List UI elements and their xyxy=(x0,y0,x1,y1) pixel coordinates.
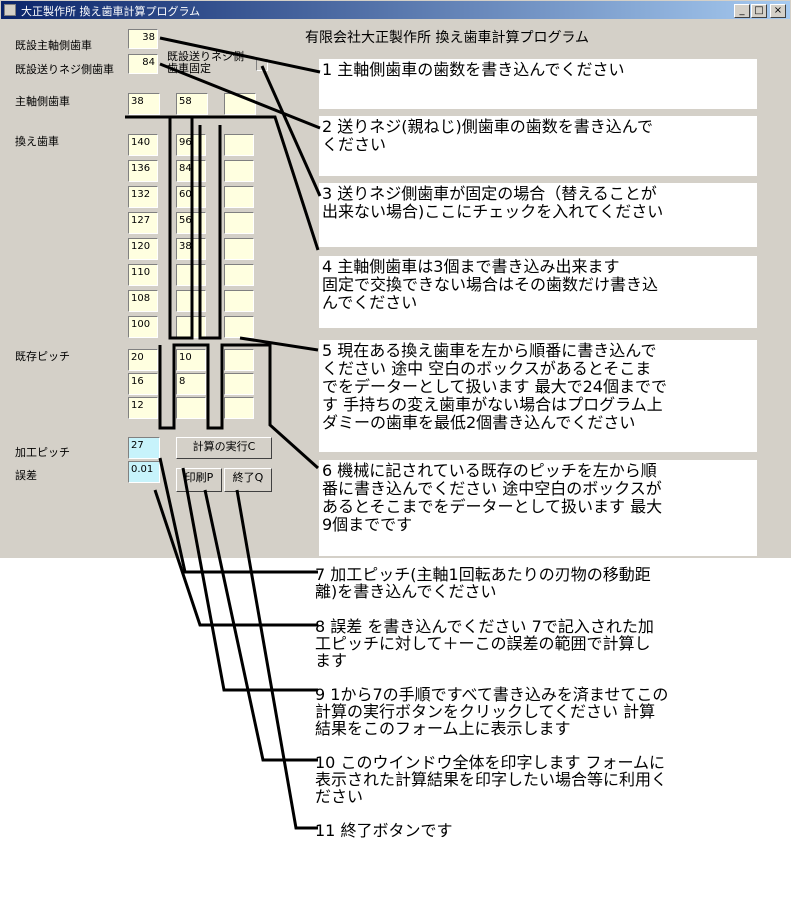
calculate-button[interactable]: 計算の実行C xyxy=(176,437,272,459)
existing-pitch-label: 既存ピッチ xyxy=(15,350,70,363)
close-button[interactable]: × xyxy=(770,4,786,18)
company-program-title: 有限会社大正製作所 換え歯車計算プログラム xyxy=(305,30,590,46)
exit-button[interactable]: 終了Q xyxy=(224,468,272,492)
change-gear-col1-input-2[interactable]: 136 xyxy=(128,160,158,182)
title-bar[interactable]: 大正製作所 換え歯車計算プログラム _ □ × xyxy=(1,1,790,19)
window-title: 大正製作所 換え歯車計算プログラム xyxy=(21,5,201,18)
machining-pitch-input[interactable]: 27 xyxy=(128,437,160,459)
change-gear-col1-input-4[interactable]: 127 xyxy=(128,212,158,234)
note-4: 4 主軸側歯車は3個まで書き込み出来ます 固定で交換できない場合はその歯数だけ書… xyxy=(319,256,757,328)
app-icon xyxy=(4,4,16,16)
tolerance-label: 誤差 xyxy=(15,469,37,482)
pitch-col2-input-3[interactable] xyxy=(176,397,206,419)
change-gear-col3-input-6[interactable] xyxy=(224,264,254,286)
change-gear-col3-input-1[interactable] xyxy=(224,134,254,156)
print-button[interactable]: 印刷P xyxy=(176,468,222,492)
pitch-col1-input-3[interactable]: 12 xyxy=(128,397,158,419)
spindle-gear-label: 主軸側歯車 xyxy=(15,95,70,108)
note-2: 2 送りネジ(親ねじ)側歯車の歯数を書き込んで ください xyxy=(319,116,757,176)
change-gear-col1-input-6[interactable]: 110 xyxy=(128,264,158,286)
pitch-col3-input-3[interactable] xyxy=(224,397,254,419)
existing-spindle-gear-input[interactable]: 38 xyxy=(128,29,158,49)
pitch-col3-input-2[interactable] xyxy=(224,373,254,395)
pitch-col3-input-1[interactable] xyxy=(224,349,254,371)
change-gear-col3-input-5[interactable] xyxy=(224,238,254,260)
change-gear-col1-input-3[interactable]: 132 xyxy=(128,186,158,208)
change-gear-col1-input-5[interactable]: 120 xyxy=(128,238,158,260)
change-gear-col3-input-2[interactable] xyxy=(224,160,254,182)
note-9: 9 1から7の手順ですべて書き込みを済ませてこの 計算の実行ボタンをクリックして… xyxy=(315,685,669,738)
minimize-button[interactable]: _ xyxy=(734,4,750,18)
existing-spindle-gear-label: 既設主軸側歯車 xyxy=(15,39,92,52)
spindle-gear-input-2[interactable]: 58 xyxy=(176,93,208,115)
change-gear-col1-input-7[interactable]: 108 xyxy=(128,290,158,312)
pitch-col2-input-1[interactable]: 10 xyxy=(176,349,206,371)
note-11: 11 終了ボタンです xyxy=(315,821,453,840)
pitch-col2-input-2[interactable]: 8 xyxy=(176,373,206,395)
change-gear-label: 換え歯車 xyxy=(15,135,59,148)
change-gear-col3-input-8[interactable] xyxy=(224,316,254,338)
tolerance-input[interactable]: 0.01 xyxy=(128,461,160,483)
change-gear-col3-input-3[interactable] xyxy=(224,186,254,208)
existing-feed-gear-input[interactable]: 84 xyxy=(128,54,158,74)
note-3: 3 送りネジ側歯車が固定の場合（替えることが 出来ない場合)ここにチェックを入れ… xyxy=(319,183,757,247)
note-8: 8 誤差 を書き込んでください 7で記入された加 工ピッチに対して＋ーこの誤差の… xyxy=(315,617,654,670)
note-5: 5 現在ある換え歯車を左から順番に書き込んで ください 途中 空白のボックスがあ… xyxy=(319,340,757,452)
note-7: 7 加工ピッチ(主軸1回転あたりの刃物の移動距 離)を書き込んでください xyxy=(315,565,651,601)
machining-pitch-label: 加工ピッチ xyxy=(15,446,70,459)
change-gear-col3-input-4[interactable] xyxy=(224,212,254,234)
pitch-col1-input-1[interactable]: 20 xyxy=(128,349,158,371)
pitch-col1-input-2[interactable]: 16 xyxy=(128,373,158,395)
maximize-button[interactable]: □ xyxy=(751,4,767,18)
existing-feed-gear-label: 既設送りネジ側歯車 xyxy=(15,63,114,76)
note-6: 6 機械に記されている既存のピッチを左から順 番に書き込んでください 途中空白の… xyxy=(319,460,757,556)
change-gear-col1-input-1[interactable]: 140 xyxy=(128,134,158,156)
note-10: 10 このウインドウ全体を印字します フォームに 表示された計算結果を印字したい… xyxy=(315,753,668,806)
change-gear-col3-input-7[interactable] xyxy=(224,290,254,312)
change-gear-col1-input-8[interactable]: 100 xyxy=(128,316,158,338)
spindle-gear-input-1[interactable]: 38 xyxy=(128,93,160,115)
note-1: 1 主軸側歯車の歯数を書き込んでください xyxy=(319,59,757,109)
